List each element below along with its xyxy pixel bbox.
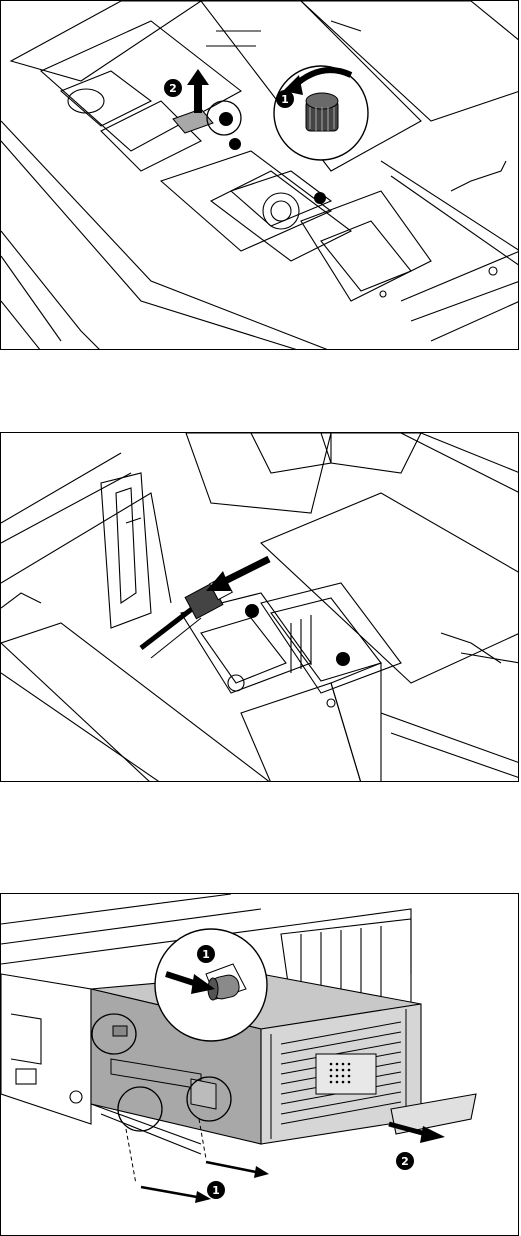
server-top-view-illustration-1: 2 1 bbox=[1, 1, 519, 350]
callout-2-label: 2 bbox=[169, 82, 177, 95]
callout-2-label: 2 bbox=[401, 1155, 409, 1168]
callout-1-badge-slide: 1 bbox=[207, 1181, 225, 1199]
thumbscrew-magnified-inset bbox=[274, 66, 368, 160]
slide-direction-arrow-left bbox=[141, 1187, 211, 1203]
figure-step-1-panel: 2 1 bbox=[0, 0, 519, 350]
thumbscrew-icon bbox=[306, 93, 338, 131]
thumbscrew-small-icon bbox=[245, 604, 350, 666]
cable bbox=[141, 605, 197, 648]
callout-1-label: 1 bbox=[281, 93, 289, 106]
callout-1-label-inset: 1 bbox=[202, 948, 210, 961]
server-drive-cage-illustration: 1 1 2 bbox=[1, 894, 519, 1236]
lift-arrow-icon bbox=[187, 69, 209, 113]
release-button-magnified-inset bbox=[155, 929, 267, 1041]
figure-step-2-panel bbox=[0, 432, 519, 782]
server-top-view-illustration-2 bbox=[1, 433, 519, 782]
chassis-edge bbox=[1, 121, 331, 350]
slide-direction-arrow-right bbox=[206, 1162, 269, 1178]
callout-2-badge: 2 bbox=[396, 1152, 414, 1170]
figure-step-3-panel: 1 1 2 bbox=[0, 893, 519, 1236]
callout-1-badge-inset: 1 bbox=[197, 945, 215, 963]
callout-1-label-slide: 1 bbox=[212, 1184, 220, 1197]
callout-2-badge: 2 bbox=[164, 79, 182, 97]
callout-1-badge: 1 bbox=[276, 90, 294, 108]
pull-arrow-icon bbox=[206, 559, 269, 591]
